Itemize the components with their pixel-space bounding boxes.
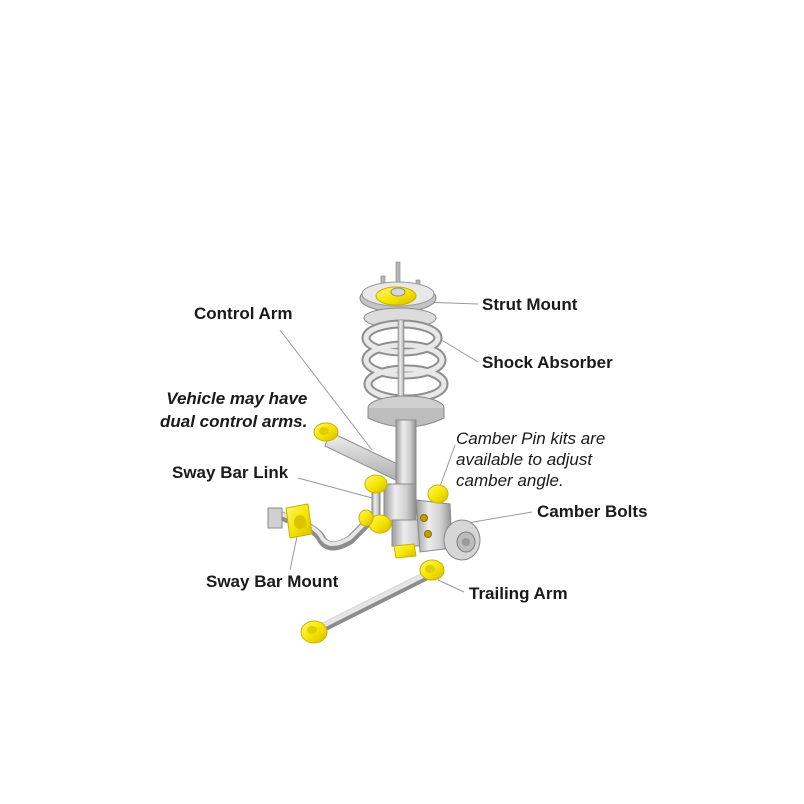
trailing-arm xyxy=(309,569,435,637)
label-shock-absorber: Shock Absorber xyxy=(482,353,613,372)
label-camber-pin-note: Camber Pin kits are available to adjust … xyxy=(456,428,605,491)
camber-bolts xyxy=(420,514,432,538)
label-strut-mount: Strut Mount xyxy=(482,295,578,314)
sway-bar xyxy=(267,507,377,551)
note-line: dual control arms. xyxy=(160,412,308,431)
leader-control-arm xyxy=(279,329,373,451)
bushing-trailing-arm-front xyxy=(419,559,445,581)
label-sway-bar-link: Sway Bar Link xyxy=(172,463,289,482)
label-sway-bar-mount: Sway Bar Mount xyxy=(206,572,339,591)
label-control-arm: Control Arm xyxy=(194,304,293,323)
label-trailing-arm: Trailing Arm xyxy=(469,584,568,603)
hub-knuckle xyxy=(415,499,481,561)
bushing-sway-link-bottom xyxy=(358,509,392,534)
leader-sway-bar-link xyxy=(297,477,373,499)
bushing-strut-base xyxy=(393,543,417,559)
bushing-trailing-arm-rear xyxy=(300,620,328,644)
leader-trailing-arm xyxy=(437,579,465,593)
strut-assembly xyxy=(359,261,449,547)
leader-sway-bar-mount xyxy=(289,531,299,571)
note-line: Vehicle may have xyxy=(166,389,308,408)
label-camber-bolts: Camber Bolts xyxy=(537,502,648,521)
note-line: Camber Pin kits are xyxy=(456,429,606,448)
leader-camber-pin xyxy=(437,444,456,493)
bushing-control-arm-inner xyxy=(427,484,449,504)
bushing-control-arm-outer xyxy=(313,422,339,442)
note-line: available to adjust xyxy=(456,450,593,469)
bushings xyxy=(285,422,449,644)
label-dual-control-arms-note: Vehicle may have dual control arms. xyxy=(160,387,308,433)
bushing-sway-bar-mount xyxy=(285,503,313,539)
note-line: camber angle. xyxy=(456,471,564,490)
bushing-sway-link-top xyxy=(364,474,388,494)
